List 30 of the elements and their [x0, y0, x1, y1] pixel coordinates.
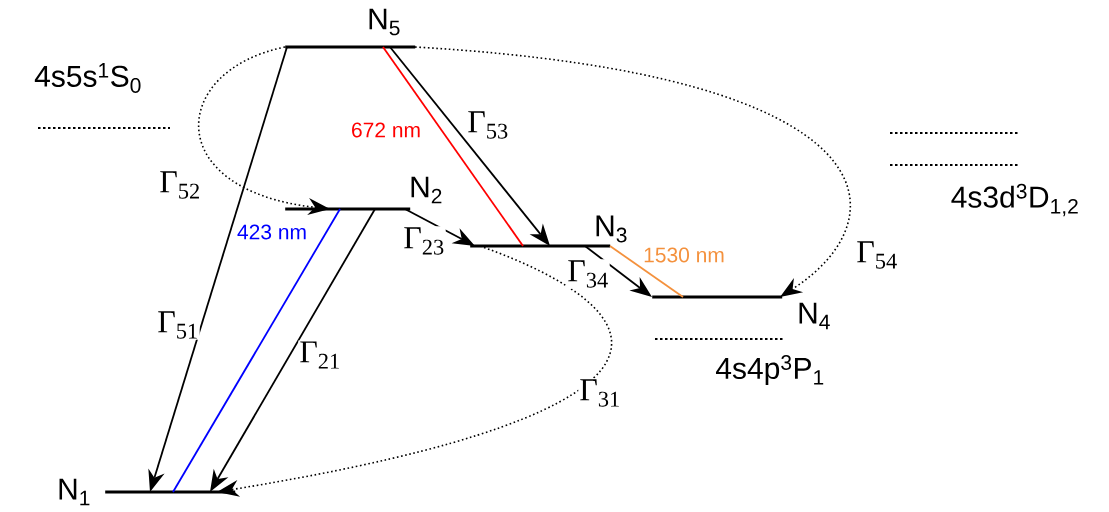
arrow [148, 46, 288, 492]
rate-label: Γ$_{51}$ [156, 310, 200, 340]
level-label: 4s3d$^{3}$D$_{1,2}$ [951, 183, 1078, 217]
arrow [404, 208, 475, 246]
rate-label: Γ$_{52}$ [158, 170, 202, 200]
transition-line [172, 208, 341, 493]
arrow [389, 46, 550, 246]
level-name: N$_{2}$ [411, 176, 442, 204]
rate-label: Γ$_{21}$ [298, 340, 342, 370]
level-name: N$_{4}$ [799, 302, 830, 330]
curved-arrow [197, 46, 330, 215]
curved-arrow [414, 46, 852, 297]
rate-label: Γ$_{34}$ [566, 259, 610, 289]
rate-label: Γ$_{23}$ [402, 226, 446, 256]
transition-line [382, 46, 524, 247]
arrow [584, 245, 652, 297]
wavelength-label: 423 nm [236, 223, 309, 241]
rate-label: Γ$_{54}$ [855, 240, 899, 270]
transition-line [609, 245, 684, 298]
curved-arrow [217, 245, 613, 497]
level-name: N$_{3}$ [596, 215, 627, 243]
rate-label: Γ$_{31}$ [578, 378, 622, 408]
wavelength-label: 672 nm [350, 121, 423, 139]
wavelength-label: 1530 nm [642, 246, 726, 264]
level-label: 4s5s$^{1}$S$_{0}$ [34, 63, 141, 93]
level-name: N$_{5}$ [369, 8, 400, 36]
level-label: 4s4p$^{3}$P$_{1}$ [716, 355, 824, 385]
rate-label: Γ$_{53}$ [466, 110, 510, 140]
arrow [210, 208, 376, 492]
level-name: N$_{1}$ [59, 478, 90, 506]
